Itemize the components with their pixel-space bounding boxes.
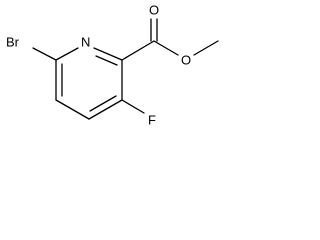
carbonyl-oxygen-label: O <box>149 3 159 18</box>
bromine-label: Br <box>6 35 20 50</box>
bond-c3-f <box>121 99 145 114</box>
bond-c6-br <box>32 47 57 61</box>
bond-c4-c5 <box>55 99 90 120</box>
chemical-structure-diagram: Br N O O F <box>6 3 219 128</box>
bond-ester-o-methyl <box>193 40 219 56</box>
bond-carbonyl-ester-o <box>153 40 179 56</box>
bond-c6-n1 <box>55 47 79 61</box>
bond-n1-c2 <box>93 47 123 61</box>
bond-c3-c4 <box>88 99 123 120</box>
bond-n1-c2-inner <box>95 55 118 66</box>
structure-canvas: Br N O O F <box>0 0 226 138</box>
fluorine-label: F <box>148 113 156 128</box>
bond-c2-carbonyl <box>121 40 155 61</box>
ring-nitrogen-label: N <box>81 35 90 50</box>
bond-c3-c4-inner <box>89 95 117 112</box>
ester-oxygen-label: O <box>181 53 191 68</box>
